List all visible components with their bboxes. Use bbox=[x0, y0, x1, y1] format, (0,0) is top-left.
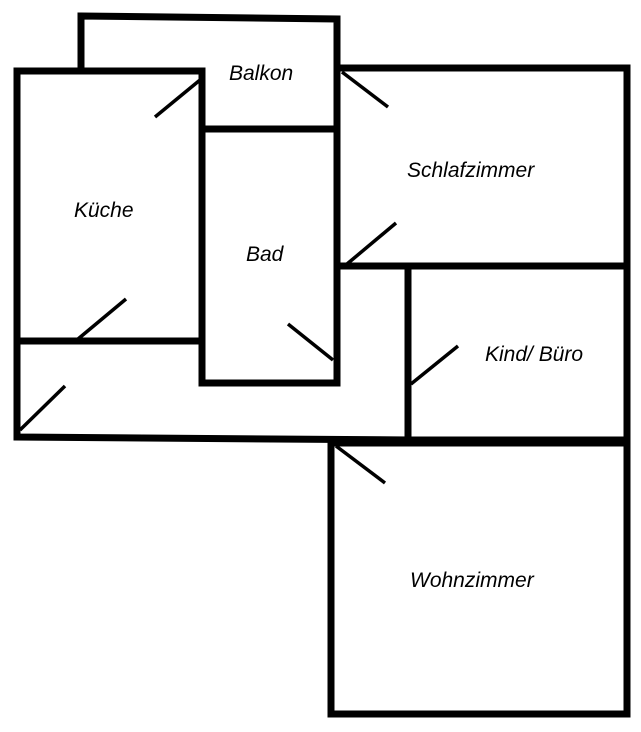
door-kind-buero bbox=[409, 344, 460, 386]
door-schlafzimmer-balkon bbox=[340, 70, 390, 109]
label-kind-buero: Kind/ Büro bbox=[485, 343, 583, 366]
label-wohnzimmer: Wohnzimmer bbox=[410, 569, 535, 592]
door-kueche bbox=[76, 297, 128, 341]
door-entrance bbox=[18, 384, 67, 432]
door-wohnzimmer bbox=[334, 444, 387, 485]
label-schlafzimmer: Schlafzimmer bbox=[407, 159, 535, 182]
door-bad bbox=[286, 322, 335, 362]
label-balkon: Balkon bbox=[229, 62, 293, 85]
label-bad: Bad bbox=[246, 243, 285, 266]
door-kueche-balkon bbox=[153, 78, 202, 119]
room-wohnzimmer bbox=[327, 439, 631, 718]
door-schlafzimmer bbox=[345, 221, 398, 266]
room-flur bbox=[13, 337, 412, 444]
label-kueche: Küche bbox=[74, 199, 134, 222]
